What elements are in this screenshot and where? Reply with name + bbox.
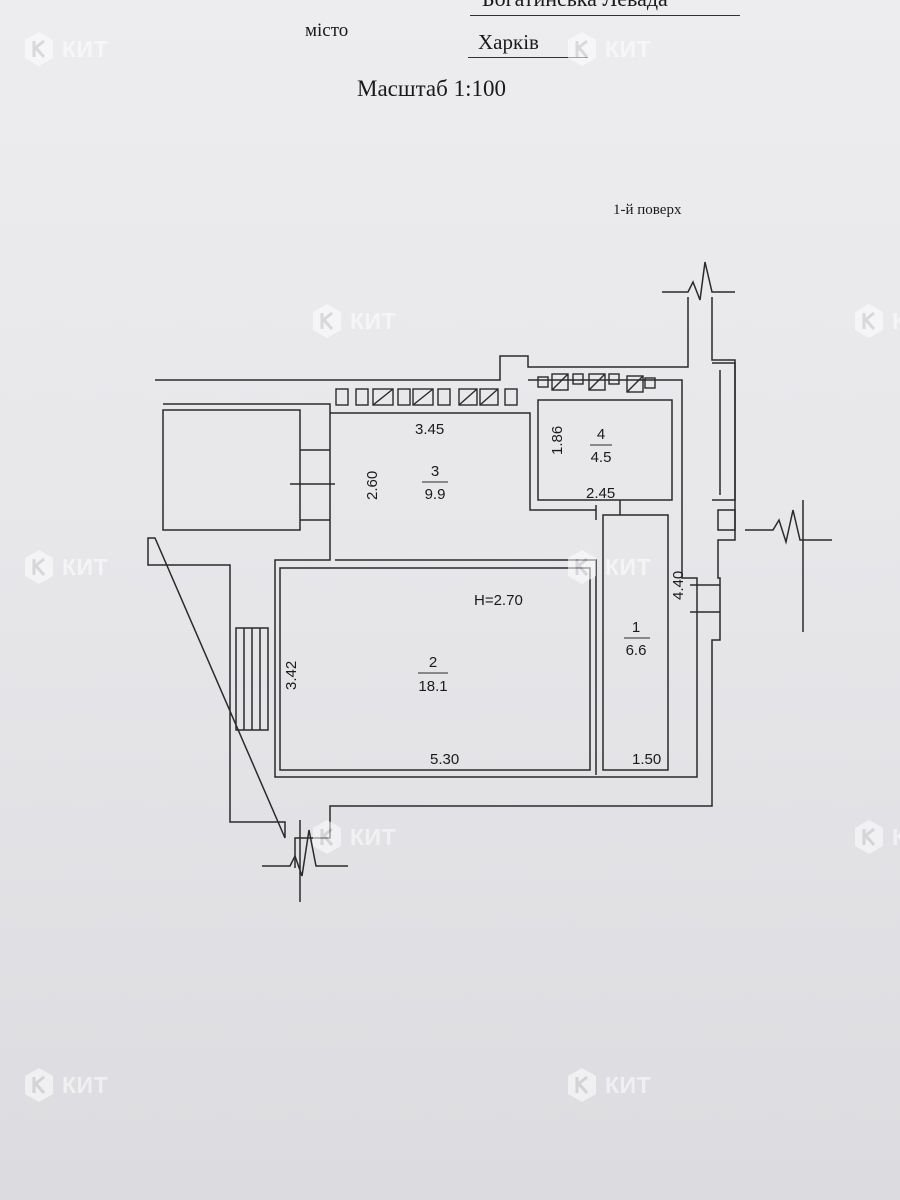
street-underline (470, 15, 740, 16)
scale-label: Масштаб 1:100 (357, 76, 506, 101)
watermark-text: КИТ (350, 823, 397, 850)
kit-logo-icon (568, 550, 596, 584)
room-2-area: 18.1 (418, 678, 447, 695)
dim-room1-depth: 4.40 (670, 571, 687, 600)
watermark-text: КИТ (62, 1071, 109, 1098)
watermark-kit: КИТ (565, 1066, 651, 1104)
dim-room3-width: 3.45 (415, 421, 444, 438)
dim-room3-depth: 2.60 (364, 471, 381, 500)
room-3-number: 3 (431, 463, 439, 480)
watermark-text: КИТ (62, 553, 109, 580)
vent-shaft (355, 388, 369, 406)
room4-walls (537, 399, 673, 501)
vent-shaft (504, 388, 518, 406)
vent-shaft-diagonal (479, 388, 499, 406)
vent-shaft-diagonal (551, 373, 569, 391)
room-2-number: 2 (429, 654, 437, 671)
vent-shaft-diagonal (458, 388, 478, 406)
room-4-number: 4 (597, 426, 605, 443)
ventilation-shafts (335, 373, 656, 406)
vent-shaft (397, 388, 411, 406)
vent-shaft (458, 388, 478, 406)
vent-shaft-diagonal (626, 375, 644, 393)
vent-shaft-small (572, 373, 584, 385)
city-underline (468, 57, 588, 58)
city-label: місто (305, 20, 349, 41)
room-4-area: 4.5 (591, 449, 612, 466)
vent-shaft-small (644, 377, 656, 389)
room-1-number: 1 (632, 619, 640, 636)
dim-room2-depth: 3.42 (283, 661, 300, 690)
vent-shaft (412, 388, 434, 406)
room1-walls (602, 514, 669, 771)
outer-wall-inner (163, 379, 698, 778)
watermark-text: КИТ (892, 307, 900, 334)
kit-logo-icon (25, 550, 53, 584)
dim-room4-depth: 1.86 (549, 426, 566, 455)
room-1-area: 6.6 (626, 642, 647, 659)
kit-logo-icon (25, 1068, 53, 1102)
right-panel (712, 362, 736, 531)
floor-label: 1-й поверх (613, 202, 682, 218)
dim-ticks (595, 500, 720, 613)
dim-room1-width: 1.50 (632, 751, 661, 768)
room2-walls (279, 567, 591, 771)
kit-logo-icon (855, 820, 883, 854)
watermark-kit: КИТ (310, 818, 396, 856)
vent-shaft-small (551, 373, 569, 391)
street-name: Богатинська Левада (482, 0, 668, 12)
watermark-text: КИТ (605, 35, 652, 62)
dim-room4-width: 2.45 (586, 485, 615, 502)
kit-logo-icon (855, 304, 883, 338)
watermark-text: КИТ (350, 307, 397, 334)
kit-logo-icon (568, 1068, 596, 1102)
kit-logo-icon (25, 32, 53, 66)
vent-shaft-diagonal (588, 373, 606, 391)
vent-shaft (479, 388, 499, 406)
vent-shaft (437, 388, 451, 406)
watermark-text: КИТ (605, 1071, 652, 1098)
ceiling-height: H=2.70 (474, 592, 523, 609)
break-bottom (262, 820, 348, 902)
vent-shaft-small (608, 373, 620, 385)
break-top (662, 261, 735, 301)
dim-room2-width: 5.30 (430, 751, 459, 768)
loggia (162, 409, 335, 531)
room-3-area: 9.9 (425, 486, 446, 503)
entrance-steps (235, 627, 269, 731)
vent-shaft-small (588, 373, 606, 391)
kit-logo-icon (313, 820, 341, 854)
vent-shaft-diagonal (372, 388, 394, 406)
break-right (745, 500, 832, 632)
vent-shaft (335, 388, 349, 406)
watermark-kit: КИТ (565, 548, 651, 586)
watermark-kit: КИТ (310, 302, 396, 340)
vent-shaft-diagonal (412, 388, 434, 406)
watermark-text: КИТ (605, 553, 652, 580)
room3-walls (330, 412, 597, 775)
kit-logo-icon (313, 304, 341, 338)
vent-shaft-small (626, 375, 644, 393)
vent-shaft (372, 388, 394, 406)
watermark-kit: КИТ (22, 30, 108, 68)
watermark-text: КИТ (892, 823, 900, 850)
kit-logo-icon (568, 32, 596, 66)
watermark-kit: КИТ (852, 302, 900, 340)
watermark-kit: КИТ (565, 30, 651, 68)
vent-shaft-small (537, 376, 549, 388)
watermark-kit: КИТ (852, 818, 900, 856)
watermark-text: КИТ (62, 35, 109, 62)
city-name: Харків (478, 30, 539, 54)
watermark-kit: КИТ (22, 1066, 108, 1104)
watermark-kit: КИТ (22, 548, 108, 586)
